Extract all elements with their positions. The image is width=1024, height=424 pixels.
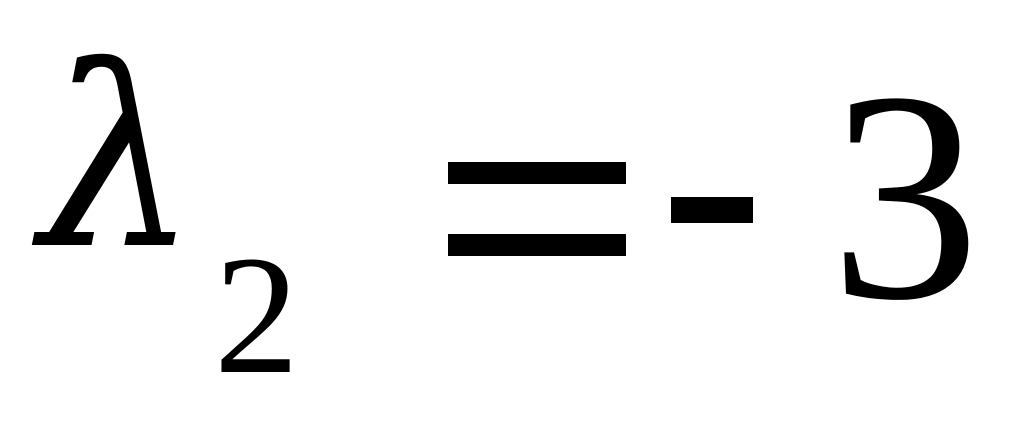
minus-sign: - (671, 197, 753, 223)
subscript-index: 2 (214, 221, 299, 409)
minus-text: - (671, 197, 672, 198)
equals-bottom-bar (448, 234, 626, 256)
value-number: 3 (830, 30, 980, 362)
lambda-symbol: λ (40, 13, 199, 304)
equals-top-bar (448, 162, 626, 184)
equals-sign: = (448, 162, 626, 256)
